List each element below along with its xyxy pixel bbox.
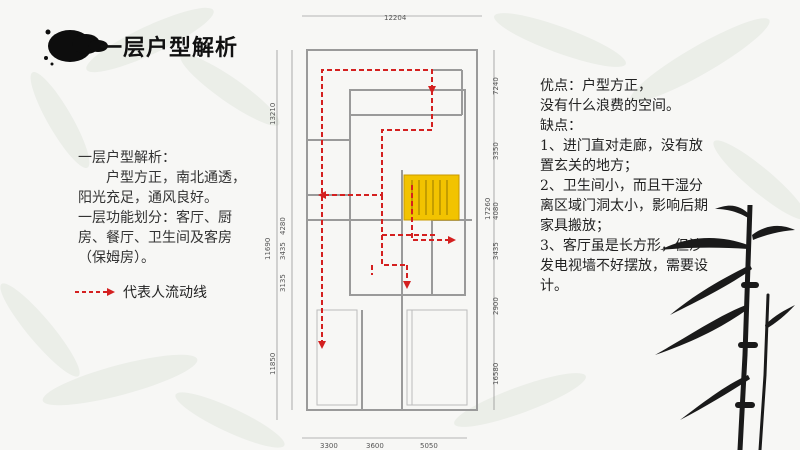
- dim-right-3: 4080: [492, 202, 500, 220]
- dim-right-4: 17260: [484, 198, 492, 220]
- left-para-functions: 一层功能划分：客厅、厨房、餐厅、卫生间及客房（保姆房）。: [78, 210, 232, 266]
- dim-left-2: 4280: [279, 217, 287, 235]
- dim-left-1: 13210: [269, 103, 277, 125]
- disadvantage-3: 3、客厅虽是长方形，但沙发电视墙不好摆放，需要设计。: [540, 238, 708, 294]
- left-para-layout: 户型方正，南北通透，阳光充足，通风良好。: [78, 170, 246, 206]
- dim-left-3: 11690: [264, 238, 272, 260]
- legend: 代表人流动线: [75, 282, 207, 302]
- flow-lines: [321, 69, 452, 345]
- dim-right-7: 16580: [492, 363, 500, 385]
- dim-left-5: 3135: [279, 274, 287, 292]
- dim-left-4: 3435: [279, 242, 287, 260]
- disadvantage-title: 缺点：: [540, 118, 582, 134]
- flow-line-legend-icon: [75, 288, 115, 296]
- floor-plan: 12204 13210 4280 11690 3435 3135 11850 7…: [264, 14, 500, 450]
- walls: [306, 49, 478, 411]
- dim-right-6: 2900: [492, 297, 500, 315]
- legend-label: 代表人流动线: [123, 285, 207, 301]
- left-heading: 一层户型解析：: [78, 150, 176, 166]
- advantage-body: 没有什么浪费的空间。: [540, 98, 680, 114]
- page-title: 一层户型解析: [100, 36, 239, 61]
- ink-blot-icon: [44, 29, 108, 66]
- advantage-title: 优点：户型方正，: [540, 78, 652, 94]
- disadvantage-1: 1、进门直对走廊，没有放置玄关的地方；: [540, 138, 703, 174]
- dim-right-5: 3435: [492, 242, 500, 260]
- dim-right-2: 3350: [492, 142, 500, 160]
- dim-bottom-3: 5050: [420, 442, 438, 450]
- right-description: 优点：户型方正， 没有什么浪费的空间。 缺点： 1、进门直对走廊，没有放置玄关的…: [540, 76, 715, 296]
- bamboo-decoration: [655, 205, 795, 450]
- stair-highlight: [403, 174, 460, 221]
- dim-right-1: 7240: [492, 77, 500, 95]
- left-description: 一层户型解析： 户型方正，南北通透，阳光充足，通风良好。 一层功能划分：客厅、厨…: [78, 148, 253, 268]
- dim-top: 12204: [384, 14, 407, 22]
- dim-bottom-2: 3600: [366, 442, 384, 450]
- dim-left-6: 11850: [269, 353, 277, 375]
- disadvantage-2: 2、卫生间小，而且干湿分离区域门洞太小，影响后期家具搬放；: [540, 178, 708, 234]
- dim-bottom-1: 3300: [320, 442, 338, 450]
